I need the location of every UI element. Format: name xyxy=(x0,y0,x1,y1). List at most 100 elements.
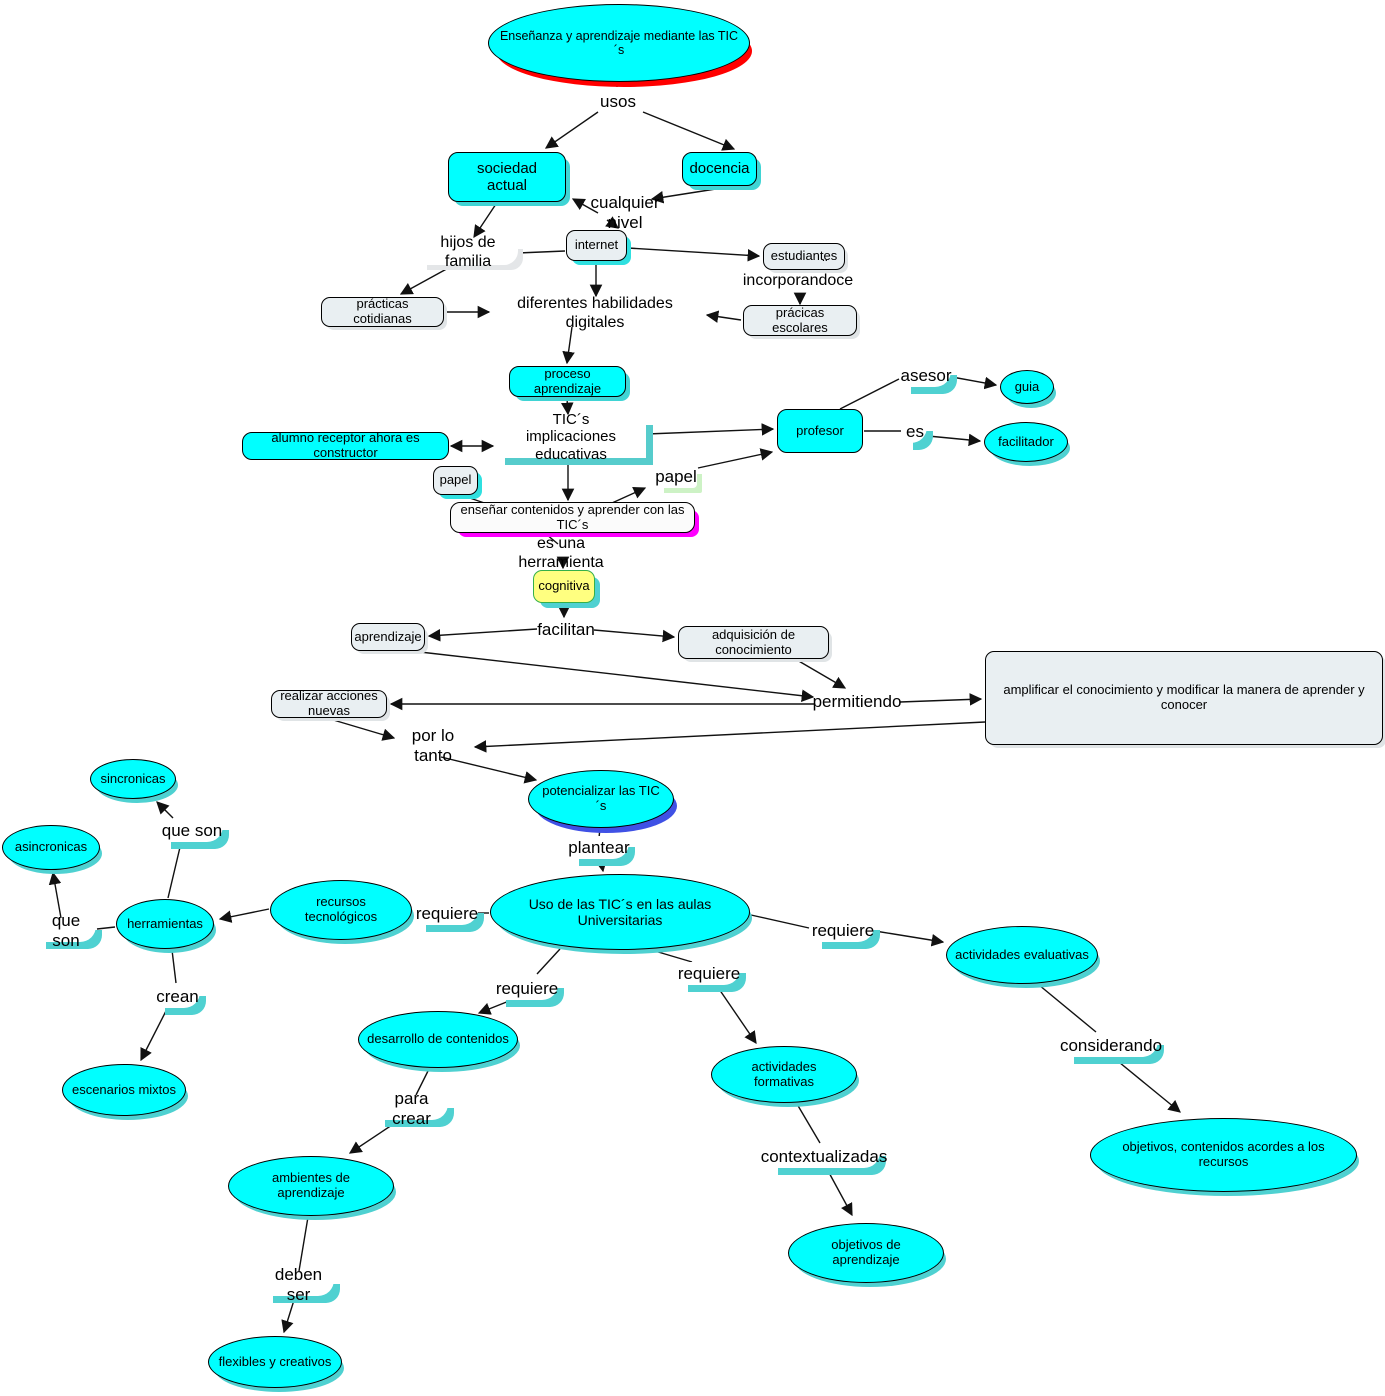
edge-46 xyxy=(171,949,177,984)
ambientes-aprendizaje[interactable]: ambientes de aprendizaje xyxy=(228,1156,394,1216)
edge-26 xyxy=(545,533,559,545)
uso-tics-aulas[interactable]: Uso de las TIC´s en las aulas Universita… xyxy=(490,874,750,950)
edge-43 xyxy=(156,801,174,819)
proceso-aprendizaje[interactable]: proceso aprendizaje xyxy=(509,366,626,397)
edge-53 xyxy=(874,930,945,947)
sincronicas[interactable]: sincronicas xyxy=(90,759,176,799)
dieresis-mark[interactable]: ¨ xyxy=(822,257,828,275)
actividades-evaluativas[interactable]: actividades evaluativas xyxy=(946,926,1098,984)
edge-47 xyxy=(140,1008,168,1062)
guia[interactable]: guia xyxy=(1000,370,1054,404)
es-label[interactable]: es xyxy=(903,420,927,443)
edge-37 xyxy=(440,756,538,784)
edge-52 xyxy=(750,914,810,929)
edge-15 xyxy=(561,397,574,416)
hijos-de-familia-label[interactable]: hijos de familia xyxy=(418,234,518,270)
edge-35 xyxy=(473,721,986,753)
crean-label[interactable]: crean xyxy=(155,985,200,1008)
asincronicas[interactable]: asincronicas xyxy=(2,825,100,870)
edge-55 xyxy=(348,1120,399,1154)
requiere-right-label[interactable]: requiere xyxy=(812,919,874,942)
asesor-label[interactable]: asesor xyxy=(900,364,952,387)
edge-58 xyxy=(796,1103,821,1144)
para-crear-label[interactable]: para crear xyxy=(375,1089,448,1128)
edge-51 xyxy=(716,985,757,1045)
requiere-recursos-label[interactable]: requiere xyxy=(416,902,478,925)
diferentes-habilidades-label[interactable]: diferentes habilidades digitales xyxy=(517,295,673,331)
edge-45 xyxy=(48,871,62,919)
adquisicion-conocimiento[interactable]: adquisición de conocimiento xyxy=(678,626,829,659)
edge-17 xyxy=(646,423,775,436)
que-son-upper-label[interactable]: que son xyxy=(161,819,223,842)
papel-right-label[interactable]: papel xyxy=(655,465,697,488)
aprendizaje[interactable]: aprendizaje xyxy=(351,623,425,651)
docencia[interactable]: docencia xyxy=(682,152,757,186)
potencializar-tics[interactable]: potencializar las TIC´s xyxy=(528,770,674,828)
objetivos-contenidos[interactable]: objetivos, contenidos acordes a los recu… xyxy=(1090,1118,1357,1192)
facilitador[interactable]: facilitador xyxy=(984,422,1068,462)
edge-3 xyxy=(650,187,723,204)
alumno-receptor[interactable]: alumno receptor ahora es constructor xyxy=(242,430,449,460)
practicas-cotidianas[interactable]: prácticas cotidianas xyxy=(321,296,444,327)
edge-42 xyxy=(167,842,182,899)
sociedad-actual[interactable]: sociedad actual xyxy=(448,152,566,202)
edge-39 xyxy=(594,858,608,873)
edge-61 xyxy=(1113,1057,1181,1113)
edge-34 xyxy=(899,693,983,706)
amplificar-conocimiento[interactable]: amplificar el conocimiento y modificar l… xyxy=(985,651,1383,745)
requiere-mid-label[interactable]: requiere xyxy=(678,962,740,985)
herramientas[interactable]: herramientas xyxy=(116,899,214,949)
edge-13 xyxy=(705,310,742,323)
ensenar-contenidos[interactable]: enseñar contenidos y aprender con las TI… xyxy=(450,502,695,533)
facilitan-label[interactable]: facilitan xyxy=(537,619,595,639)
recursos-tecnologicos[interactable]: recursos tecnológicos xyxy=(270,880,412,940)
edge-7 xyxy=(517,250,566,254)
edge-31 xyxy=(419,651,815,702)
incorporandoce-label[interactable]: incorporandoce xyxy=(742,271,854,289)
es-una-herramienta-label[interactable]: es una herramienta xyxy=(518,535,604,571)
desarrollo-contenidos[interactable]: desarrollo de contenidos xyxy=(358,1011,518,1068)
actividades-formativas[interactable]: actividades formativas xyxy=(711,1046,857,1103)
edge-14 xyxy=(562,326,575,365)
que-son-left-label[interactable]: que son xyxy=(36,911,96,950)
requiere-left-label[interactable]: requiere xyxy=(496,977,558,1000)
edge-44 xyxy=(96,926,116,930)
edge-21 xyxy=(697,448,774,469)
edge-5 xyxy=(605,216,620,229)
cualquier-nivel-label[interactable]: cualquier nivel xyxy=(590,193,660,232)
estudiantes[interactable]: estudiantes xyxy=(763,243,845,270)
permitiendo-label[interactable]: permitiendo xyxy=(812,691,902,711)
tics-implicaciones-label[interactable]: TIC´s implicaciones educativas xyxy=(496,411,646,463)
cognitiva[interactable]: cognitiva xyxy=(533,570,595,603)
edge-60 xyxy=(1038,984,1097,1033)
escenarios-mixtos[interactable]: escenarios mixtos xyxy=(62,1064,186,1116)
por-lo-tanto-label[interactable]: por lo tanto xyxy=(411,725,455,765)
contextualizadas-label[interactable]: contextualizadas xyxy=(761,1145,887,1168)
edge-25 xyxy=(927,433,982,447)
realizar-acciones[interactable]: realizar acciones nuevas xyxy=(271,688,387,718)
edge-41 xyxy=(218,908,270,923)
considerando-label[interactable]: considerando xyxy=(1060,1034,1162,1057)
edge-59 xyxy=(826,1168,853,1217)
edge-8 xyxy=(627,247,761,262)
edge-23 xyxy=(951,376,998,390)
pracicas-escolares[interactable]: prácicas escolares xyxy=(743,305,857,336)
edge-48 xyxy=(536,948,561,975)
usos-label[interactable]: usos xyxy=(600,92,636,112)
papel-left[interactable]: papel xyxy=(433,466,478,495)
flexibles-creativos[interactable]: flexibles y creativos xyxy=(208,1336,342,1388)
edge-30 xyxy=(593,629,676,643)
edge-32 xyxy=(796,659,847,689)
edge-50 xyxy=(647,948,693,963)
edge-2 xyxy=(642,111,736,151)
title-ellipse[interactable]: Enseñanza y aprendizaje mediante las TIC… xyxy=(488,4,750,82)
plantear-label[interactable]: plantear xyxy=(568,836,630,859)
edge-1 xyxy=(544,111,599,149)
edge-49 xyxy=(477,1000,510,1015)
objetivos-aprendizaje[interactable]: objetivos de aprendizaje xyxy=(788,1223,944,1283)
profesor[interactable]: profesor xyxy=(777,409,863,453)
internet[interactable]: internet xyxy=(566,230,627,261)
deben-ser-label[interactable]: deben ser xyxy=(263,1265,334,1304)
